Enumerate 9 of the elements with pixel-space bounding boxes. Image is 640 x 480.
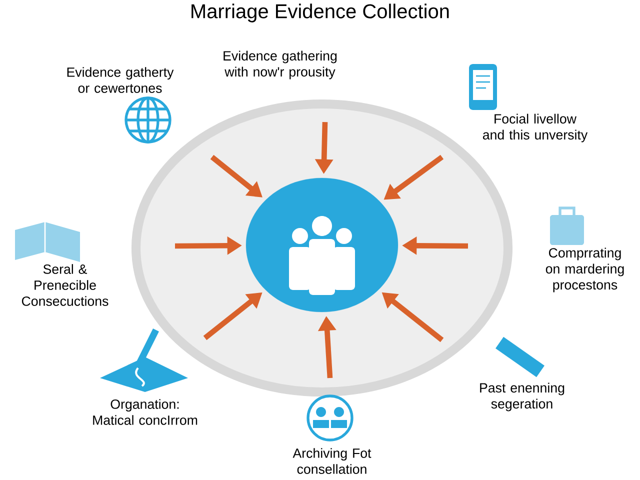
item-label: Past enenning segeration: [480, 382, 564, 412]
title: Marriage Evidence Collection: [192, 4, 449, 22]
item-label: Evidence gathering with now'r prousity: [224, 50, 337, 80]
item-label: Evidence gatherty or cewertones: [67, 67, 174, 93]
item-label: Archiving Fot consellation: [292, 448, 372, 474]
item-label: Comprrating on mardering procestons: [546, 248, 624, 292]
item-label: Focial livellow and this unversity: [482, 114, 588, 142]
item-label: Organation: Matical concIrrom: [93, 399, 198, 425]
item-label: Seral & Prenecible Consecuctions: [22, 264, 108, 306]
